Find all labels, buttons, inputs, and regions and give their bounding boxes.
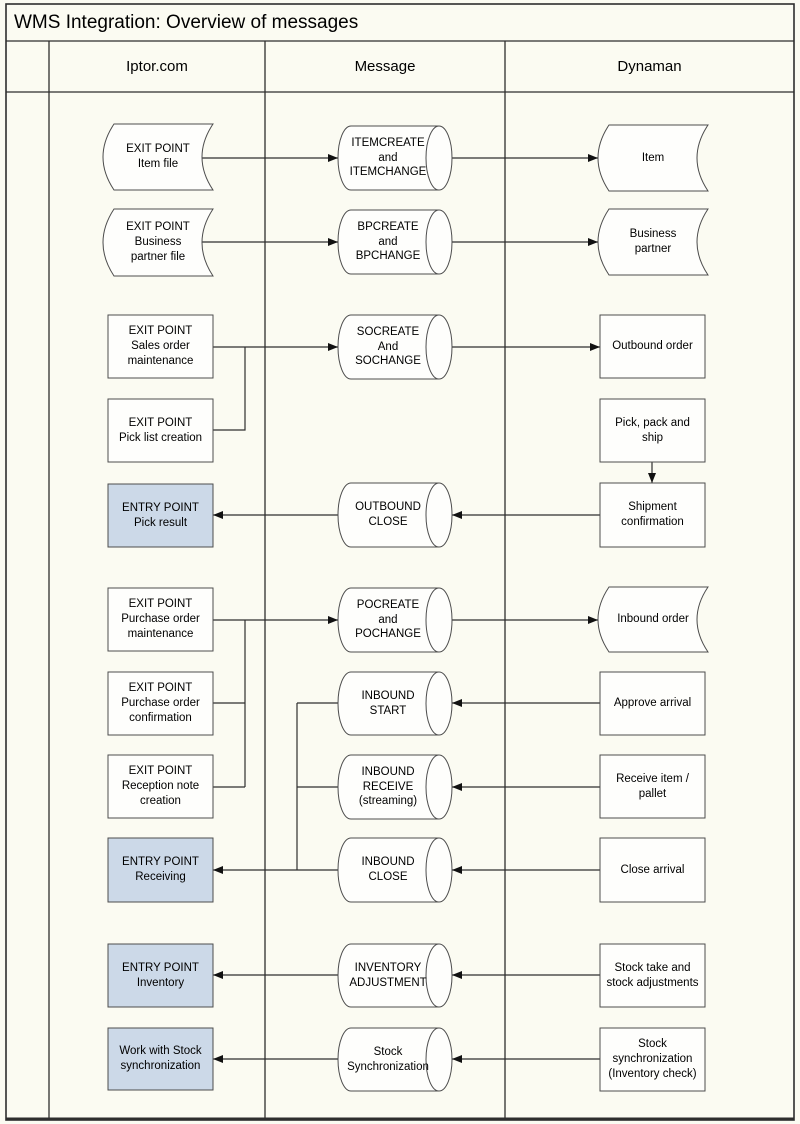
entry-point-inventory-shape bbox=[107, 943, 214, 1008]
node-shapes bbox=[102, 123, 709, 1092]
itemcreate-itemchange-shape bbox=[337, 125, 453, 191]
approve-arrival-shape bbox=[599, 671, 706, 736]
inbound-order-shape bbox=[597, 586, 709, 653]
exit-point-purchase-order-maintenance-shape bbox=[107, 587, 214, 652]
connector-lines bbox=[202, 154, 656, 1063]
stock-take-and-stock-adjustments-shape bbox=[599, 943, 706, 1008]
exit-point-reception-note-creation-shape bbox=[107, 754, 214, 819]
exit-point-business-partner-file-shape bbox=[102, 208, 214, 277]
inventory-adjustment-shape bbox=[337, 943, 453, 1008]
frame-lines bbox=[5, 3, 795, 1121]
exit-point-purchase-order-confirmation-shape bbox=[107, 671, 214, 736]
close-arrival-shape bbox=[599, 837, 706, 903]
stock-synchronization-inventory-check-shape bbox=[599, 1027, 706, 1092]
receive-item-pallet-shape bbox=[599, 754, 706, 819]
outbound-close-shape bbox=[337, 482, 453, 548]
inbound-start-shape bbox=[337, 671, 453, 736]
pick-list-elbow bbox=[213, 347, 246, 431]
column-header-message: Message bbox=[354, 58, 416, 75]
entry-point-pick-result-shape bbox=[107, 483, 214, 548]
work-with-stock-synchronization-shape bbox=[107, 1027, 214, 1091]
socreate-sochange-shape bbox=[337, 314, 453, 380]
outbound-order-shape bbox=[599, 314, 706, 379]
exit-point-item-file-shape bbox=[102, 123, 214, 191]
business-partner-shape bbox=[597, 208, 709, 276]
pocreate-pochange-shape bbox=[337, 587, 453, 653]
bpcreate-bpchange-shape bbox=[337, 209, 453, 275]
exit-point-sales-order-maintenance-shape bbox=[107, 314, 214, 379]
stock-synchronization-message-shape bbox=[337, 1027, 453, 1092]
column-header-dynaman: Dynaman bbox=[617, 58, 682, 75]
inbound-close-shape bbox=[337, 837, 453, 903]
diagram-title: WMS Integration: Overview of messages bbox=[14, 11, 359, 33]
inbound-receive-shape bbox=[337, 754, 453, 820]
column-header-iptor: Iptor.com bbox=[126, 58, 188, 75]
pick-pack-and-ship-shape bbox=[599, 398, 706, 463]
exit-point-pick-list-creation-shape bbox=[107, 398, 214, 463]
entry-point-receiving-shape bbox=[107, 837, 214, 903]
item-shape bbox=[597, 124, 709, 192]
shipment-confirmation-shape bbox=[599, 482, 706, 548]
